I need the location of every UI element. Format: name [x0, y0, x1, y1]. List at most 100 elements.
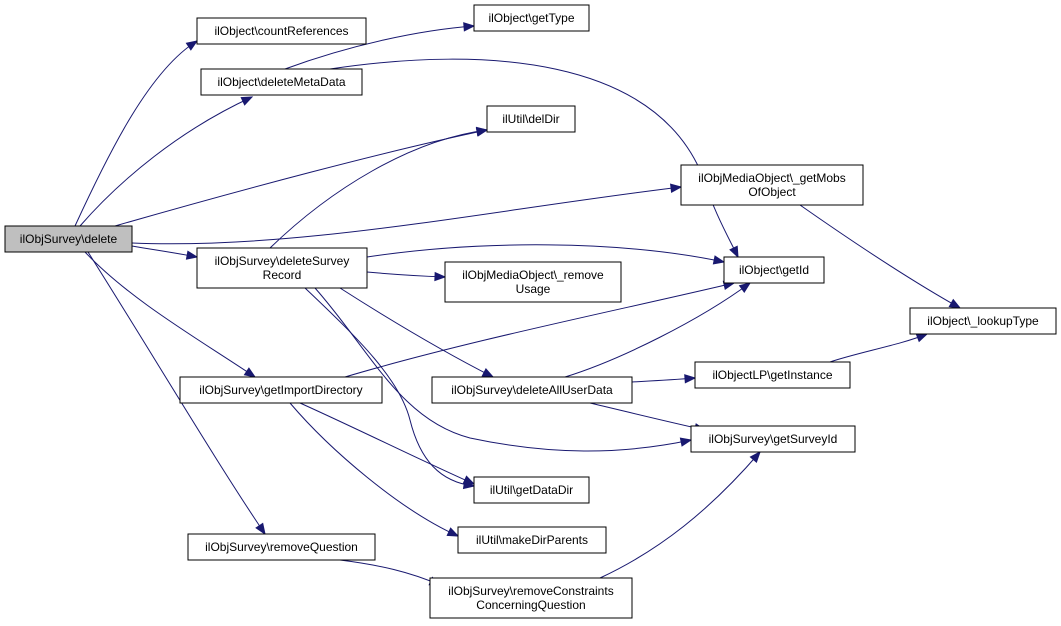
node-label: ilObjMediaObject\_remove [462, 268, 604, 282]
node-box [179, 376, 383, 404]
edge-delSurveyRec-to-removeUsage [366, 271, 447, 282]
node-box [694, 361, 851, 389]
node-box [457, 526, 607, 554]
edge-delMeta-to-getId [329, 58, 739, 259]
node-box [4, 225, 133, 253]
edge-line [366, 271, 446, 278]
node-label: ilObject\countReferences [214, 24, 348, 38]
node-label: ilObjSurvey\delete [20, 232, 118, 246]
edge-line [79, 96, 253, 227]
arrowhead-icon [738, 282, 752, 294]
edge-line [314, 287, 692, 452]
node-label: ilObject\deleteMetaData [217, 75, 345, 89]
edge-removeQuestion-to-removeConstraints [339, 559, 442, 586]
edge-delSurveyRec-to-getId [366, 244, 726, 265]
node-box [444, 261, 622, 303]
edge-line [799, 204, 961, 309]
node-label: ilUtil\makeDirParents [476, 533, 588, 547]
node-getId[interactable]: ilObject\getId [723, 256, 825, 284]
edge-delAllUser-to-getId [564, 282, 752, 378]
edge-getInstance-to-lookupType [829, 333, 929, 363]
node-box [690, 425, 856, 453]
arrowhead-icon [712, 255, 726, 265]
node-makeDirParents[interactable]: ilUtil\makeDirParents [457, 526, 607, 554]
node-label: ilUtil\getDataDir [490, 483, 573, 497]
edge-line [329, 58, 739, 258]
edge-root-to-getImportDir [84, 251, 257, 378]
arrowhead-icon [434, 271, 447, 282]
edge-getMobs-to-lookupType [799, 204, 962, 309]
edge-getImportDir-to-getDataDir [299, 402, 476, 485]
edge-delSurveyRec-to-delDir [269, 126, 489, 249]
arrowhead-icon [240, 96, 254, 106]
node-label: ilObjSurvey\getSurveyId [709, 432, 838, 446]
edge-root-to-delDir [114, 127, 489, 227]
node-getDataDir[interactable]: ilUtil\getDataDir [473, 476, 590, 504]
node-box [200, 68, 363, 96]
node-box [431, 376, 633, 404]
node-label: ilObjectLP\getInstance [712, 368, 832, 382]
arrowhead-icon [749, 450, 761, 464]
edge-line [84, 251, 256, 378]
arrowhead-icon [185, 40, 199, 51]
node-label: ilObjMediaObject\_getMobs [698, 171, 845, 185]
node-delDir[interactable]: ilUtil\delDir [486, 105, 576, 133]
node-getType[interactable]: ilObject\getType [473, 4, 590, 32]
node-getInstance[interactable]: ilObjectLP\getInstance [694, 361, 851, 389]
node-lookupType[interactable]: ilObject\_lookupType [909, 307, 1057, 335]
node-box [187, 533, 376, 561]
edge-getImportDir-to-makeDirParents [289, 402, 460, 537]
edge-root-to-delMeta [79, 96, 254, 227]
node-label: Usage [516, 282, 551, 296]
arrowhead-icon [948, 298, 962, 309]
node-root[interactable]: ilObjSurvey\delete [4, 225, 133, 253]
arrowhead-icon [684, 374, 697, 384]
node-removeConstraints[interactable]: ilObjSurvey\removeConstraintsConcerningQ… [429, 577, 633, 619]
node-getImportDir[interactable]: ilObjSurvey\getImportDirectory [179, 376, 383, 404]
node-box [196, 17, 367, 45]
edge-line [74, 40, 198, 227]
node-label: ilObjSurvey\deleteSurvey [215, 254, 350, 268]
edge-line [564, 282, 751, 378]
edge-line [284, 25, 475, 70]
edge-line [829, 333, 928, 363]
arrowhead-icon [670, 183, 683, 193]
edge-root-to-countRefs [74, 40, 199, 227]
edge-line [299, 402, 475, 485]
edge-line [344, 282, 735, 378]
edge-line [589, 402, 706, 431]
edge-delAllUser-to-getInstance [631, 374, 697, 384]
node-delMeta[interactable]: ilObject\deleteMetaData [200, 68, 363, 96]
arrowhead-icon [915, 333, 929, 343]
edge-line [304, 287, 475, 487]
node-box [473, 476, 590, 504]
node-delAllUser[interactable]: ilObjSurvey\deleteAllUserData [431, 376, 633, 404]
edge-delSurveyRec-to-getSurveyId [314, 287, 693, 452]
arrowhead-icon [481, 367, 495, 378]
node-label: OfObject [748, 185, 796, 199]
arrowhead-icon [729, 245, 739, 259]
node-label: Record [263, 268, 302, 282]
edge-delSurveyRec-to-delAllUser [339, 287, 495, 378]
node-getSurveyId[interactable]: ilObjSurvey\getSurveyId [690, 425, 856, 453]
node-removeQuestion[interactable]: ilObjSurvey\removeQuestion [187, 533, 376, 561]
arrowhead-icon [255, 522, 266, 536]
arrowhead-icon [462, 475, 476, 485]
arrowhead-icon [463, 22, 476, 32]
edge-root-to-getMobs [131, 183, 683, 245]
node-box [909, 307, 1057, 335]
node-countRefs[interactable]: ilObject\countReferences [196, 17, 367, 45]
node-label: ConcerningQuestion [476, 598, 585, 612]
node-label: ilObject\_lookupType [927, 314, 1039, 328]
arrowhead-icon [446, 527, 460, 537]
node-label: ilObjSurvey\deleteAllUserData [451, 383, 613, 397]
node-label: ilObjSurvey\removeConstraints [448, 584, 613, 598]
arrowhead-icon [185, 250, 199, 260]
edge-line [289, 402, 459, 537]
edge-root-to-delSurveyRec [131, 245, 199, 260]
edge-line [339, 287, 494, 378]
edge-line [131, 186, 682, 245]
